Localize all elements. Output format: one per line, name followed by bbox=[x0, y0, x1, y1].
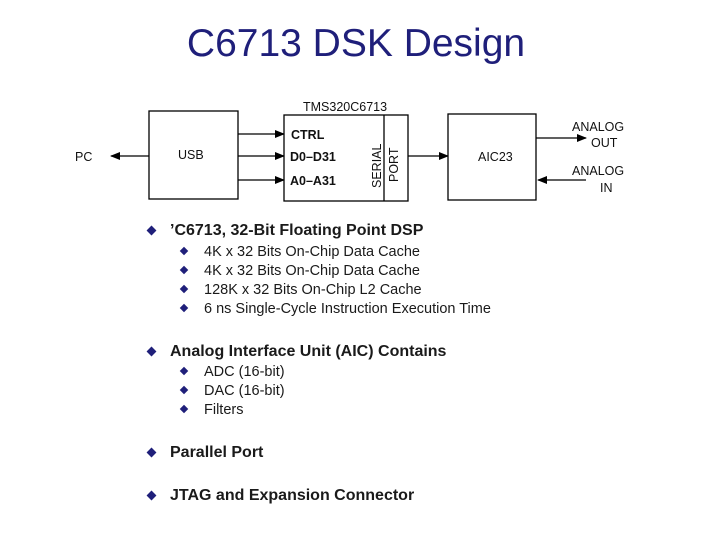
sub-bullet-diamond-icon bbox=[179, 303, 189, 313]
sub-bullet-text: DAC (16-bit) bbox=[204, 383, 285, 399]
chip-label: TMS320C6713 bbox=[303, 100, 387, 114]
usb-block bbox=[148, 110, 239, 200]
bullet-text: JTAG and Expansion Connector bbox=[170, 487, 415, 504]
sub-bullet-text: 4K x 32 Bits On-Chip Data Cache bbox=[204, 244, 420, 260]
usb-label: USB bbox=[178, 148, 204, 162]
pc-label: PC bbox=[75, 150, 92, 164]
sub-bullet-text: 6 ns Single-Cycle Instruction Execution … bbox=[204, 301, 491, 317]
addr-bus-label: A0–A31 bbox=[290, 174, 336, 188]
data-bus-label: D0–D31 bbox=[290, 150, 336, 164]
sub-bullet-diamond-icon bbox=[179, 404, 189, 414]
bullet-diamond-icon bbox=[146, 490, 157, 501]
slide-title: C6713 DSK Design bbox=[186, 22, 526, 65]
sub-bullet-diamond-icon bbox=[179, 284, 189, 294]
bullet-diamond-icon bbox=[146, 447, 157, 458]
ctrl-label: CTRL bbox=[291, 128, 325, 142]
analog-out-line1: ANALOG bbox=[572, 120, 624, 134]
bullet-diamond-icon bbox=[146, 225, 157, 236]
analog-out-line2: OUT bbox=[591, 136, 618, 150]
block-diagram: PC USB TMS320C6713 CTRL D0–D31 A0–A31 SE… bbox=[75, 100, 624, 202]
sub-bullet-text: 128K x 32 Bits On-Chip L2 Cache bbox=[204, 282, 422, 298]
aic23-block bbox=[447, 113, 537, 201]
dsp-block bbox=[283, 114, 409, 202]
sub-bullet-diamond-icon bbox=[179, 385, 189, 395]
serial-label-line2: PORT bbox=[387, 147, 401, 182]
bullet-text: ’C6713, 32-Bit Floating Point DSP bbox=[170, 222, 424, 239]
serial-label-line1: SERIAL bbox=[370, 143, 384, 188]
bullet-text: Parallel Port bbox=[170, 444, 264, 461]
sub-bullet-text: 4K x 32 Bits On-Chip Data Cache bbox=[204, 263, 420, 279]
bullet-diamond-icon bbox=[146, 346, 157, 357]
sub-bullet-diamond-icon bbox=[179, 265, 189, 275]
analog-in-line2: IN bbox=[600, 181, 613, 195]
sub-bullet-text: ADC (16-bit) bbox=[204, 364, 285, 380]
sub-bullet-text: Filters bbox=[204, 402, 244, 418]
aic23-label: AIC23 bbox=[478, 150, 513, 164]
analog-in-line1: ANALOG bbox=[572, 164, 624, 178]
bullet-text: Analog Interface Unit (AIC) Contains bbox=[170, 343, 447, 360]
sub-bullet-diamond-icon bbox=[179, 366, 189, 376]
sub-bullet-diamond-icon bbox=[179, 246, 189, 256]
